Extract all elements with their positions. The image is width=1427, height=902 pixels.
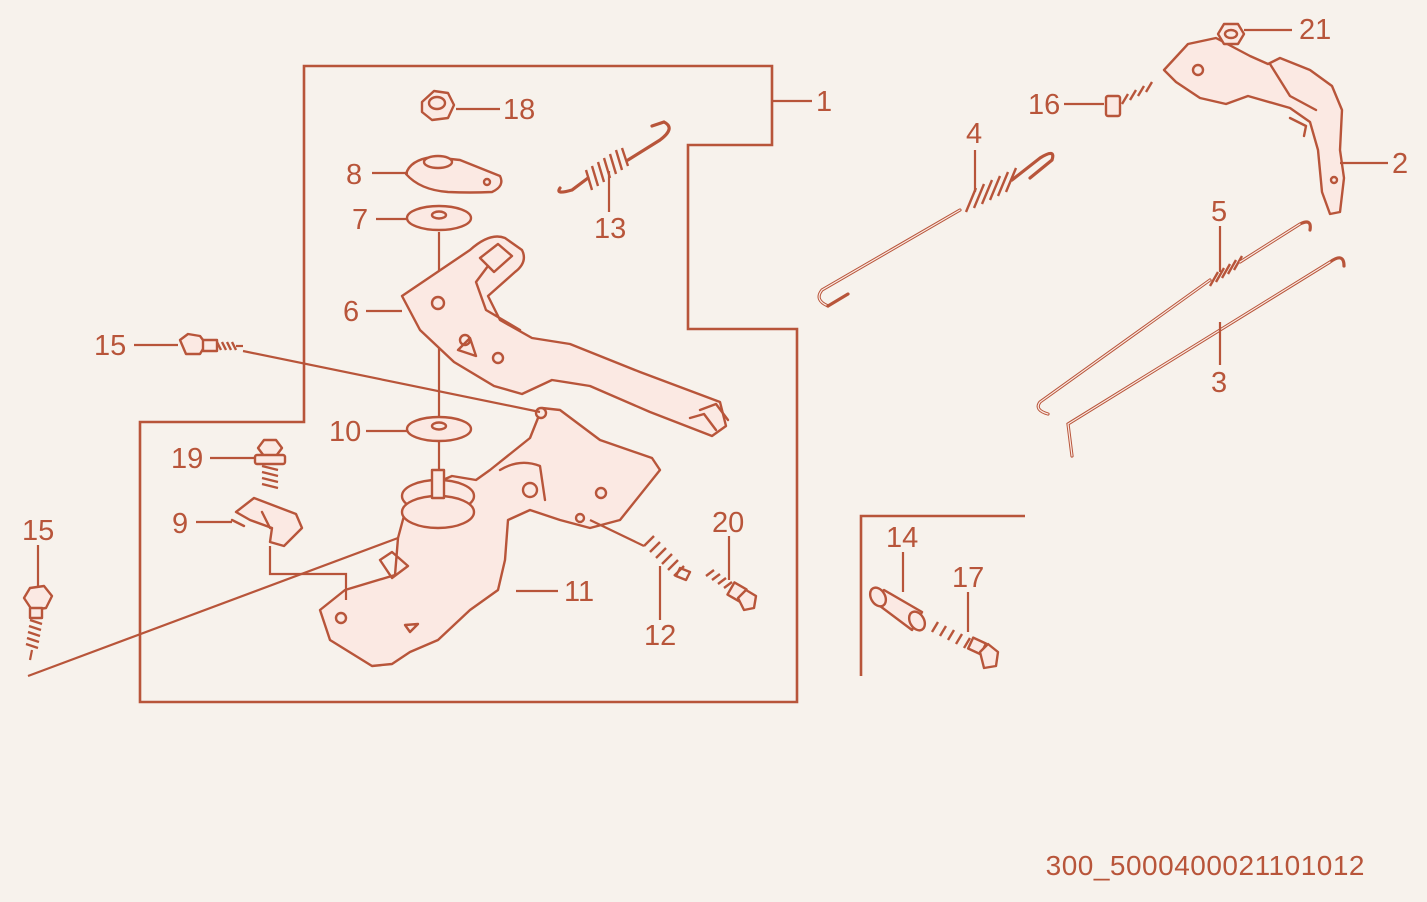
washer-7	[405, 204, 473, 232]
spring-rod-5	[1036, 220, 1312, 416]
callout-6: 6	[343, 296, 359, 328]
callout-1: 1	[816, 86, 832, 118]
callout-15-upper: 15	[94, 330, 126, 362]
bolt-15-lower	[22, 584, 54, 661]
callout-17: 17	[952, 562, 984, 594]
callout-19: 19	[171, 443, 203, 475]
callout-13: 13	[594, 213, 626, 245]
callout-11: 11	[564, 576, 594, 608]
leader-lines	[36, 28, 1388, 632]
clip-9-axis	[268, 546, 348, 600]
bolt-16	[1104, 81, 1154, 118]
callout-7: 7	[352, 204, 368, 236]
spring-rod-4	[817, 151, 1055, 308]
bolt-15-upper	[178, 332, 243, 356]
bolt-15-upper-axis	[242, 349, 541, 414]
rod-3	[1066, 256, 1346, 458]
sub-frame	[859, 514, 1025, 676]
spring-12-axis	[589, 519, 645, 547]
bolt-15-lower-axis	[27, 536, 399, 678]
callout-10: 10	[329, 416, 361, 448]
callout-labels: 1 2 3 4 5 6 7 8 9 10 11 12 13 14 15 15 1…	[22, 14, 1408, 652]
assembly-frame	[138, 64, 799, 704]
spring-13	[557, 120, 671, 194]
callout-14: 14	[886, 522, 918, 554]
callout-8: 8	[346, 159, 362, 191]
drawing-code: 300_5000400021101012	[1045, 850, 1365, 881]
callout-16: 16	[1028, 89, 1060, 121]
spring-12	[643, 535, 692, 582]
bolt-20	[705, 569, 758, 612]
callout-12: 12	[644, 620, 676, 652]
callout-20: 20	[712, 507, 744, 539]
base-bracket-11	[318, 406, 662, 668]
collar-14	[868, 586, 927, 632]
callout-21: 21	[1299, 14, 1331, 46]
clip-9	[230, 496, 304, 548]
callout-3: 3	[1211, 367, 1227, 399]
callout-4: 4	[966, 118, 982, 150]
washer-10	[405, 415, 473, 443]
bolt-19	[253, 438, 287, 490]
nut-21	[1216, 22, 1246, 46]
callout-5: 5	[1211, 196, 1227, 228]
callout-9: 9	[172, 508, 188, 540]
lever-2	[1162, 36, 1346, 216]
callout-15-lower: 15	[22, 515, 54, 547]
lever-plate-6	[400, 235, 730, 438]
plate-8	[404, 154, 503, 194]
flange-nut-18	[420, 89, 456, 122]
callout-18: 18	[503, 94, 535, 126]
bolt-17	[930, 621, 1000, 670]
callout-2: 2	[1392, 148, 1408, 180]
